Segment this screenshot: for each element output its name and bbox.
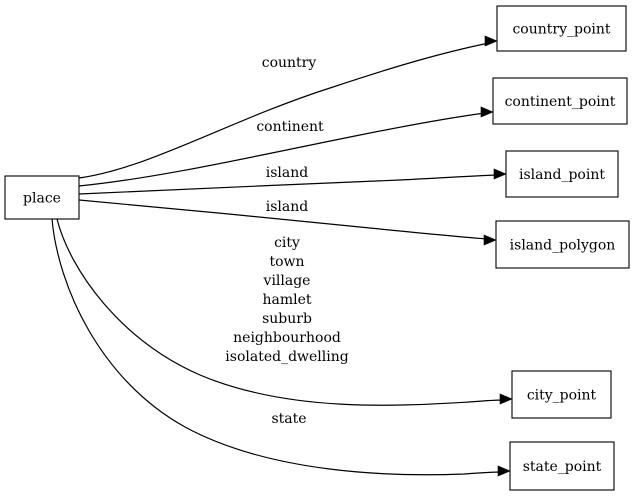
node-box xyxy=(505,150,619,198)
node-box xyxy=(509,441,615,491)
edge-label-country_point: country xyxy=(262,55,317,71)
edge-label-city_point: city town village hamlet suburb neighbourhood… xyxy=(225,235,348,365)
edge-line xyxy=(78,42,490,179)
edge-label-island_point: island xyxy=(266,165,309,181)
edge-line xyxy=(51,218,503,476)
node-label: continent_point xyxy=(505,94,616,110)
node-label: city_point xyxy=(527,388,597,404)
edge-label-state_point: state xyxy=(271,411,306,427)
node-place[interactable]: place xyxy=(4,175,80,220)
edge-labels-layer: country continent island island city town vill… xyxy=(225,55,348,427)
node-country_point[interactable]: country_point xyxy=(496,5,627,52)
edge-label-line: suburb xyxy=(262,311,312,327)
node-label: place xyxy=(23,191,61,207)
edge-label-line: hamlet xyxy=(262,292,311,308)
edge-line xyxy=(78,112,486,187)
arrowhead-icon xyxy=(483,234,497,246)
edge-line xyxy=(78,174,499,195)
edge-label-line: village xyxy=(263,273,311,289)
edge-label-line: town xyxy=(269,254,304,270)
arrowhead-icon xyxy=(493,168,507,180)
edge-place-to-state_point[interactable] xyxy=(51,218,511,477)
arrowhead-icon xyxy=(497,465,511,477)
arrowhead-icon xyxy=(499,393,513,405)
node-box xyxy=(492,77,628,125)
node-label: island_point xyxy=(519,167,605,183)
node-continent_point[interactable]: continent_point xyxy=(492,77,628,125)
edges-layer xyxy=(51,35,513,477)
node-label: country_point xyxy=(512,22,610,38)
edge-place-to-country_point[interactable] xyxy=(78,35,498,179)
edge-label-island_polygon: island xyxy=(266,199,309,215)
edge-line xyxy=(56,218,505,406)
node-city_point[interactable]: city_point xyxy=(511,370,612,419)
edge-place-to-island_polygon[interactable] xyxy=(78,199,497,246)
edge-label-continent_point: continent xyxy=(256,119,324,135)
edge-label-line: city xyxy=(274,235,300,251)
node-label: island_polygon xyxy=(510,238,616,254)
edge-label-line: isolated_dwelling xyxy=(225,349,348,365)
node-label: state_point xyxy=(523,459,602,475)
node-state_point[interactable]: state_point xyxy=(509,441,615,491)
nodes-layer: place country_point continent_point island_… xyxy=(4,5,630,491)
node-box xyxy=(511,370,612,419)
node-box xyxy=(495,220,630,269)
arrowhead-icon xyxy=(484,35,498,47)
arrowhead-icon xyxy=(480,106,494,118)
edge-place-to-city_point[interactable] xyxy=(56,218,513,406)
edge-label-line: neighbourhood xyxy=(233,330,341,346)
edge-line xyxy=(78,199,489,240)
node-box xyxy=(496,5,627,52)
node-island_polygon[interactable]: island_polygon xyxy=(495,220,630,269)
edge-place-to-continent_point[interactable] xyxy=(78,106,494,187)
edge-place-to-island_point[interactable] xyxy=(78,168,507,195)
node-island_point[interactable]: island_point xyxy=(505,150,619,198)
node-box xyxy=(4,175,80,220)
